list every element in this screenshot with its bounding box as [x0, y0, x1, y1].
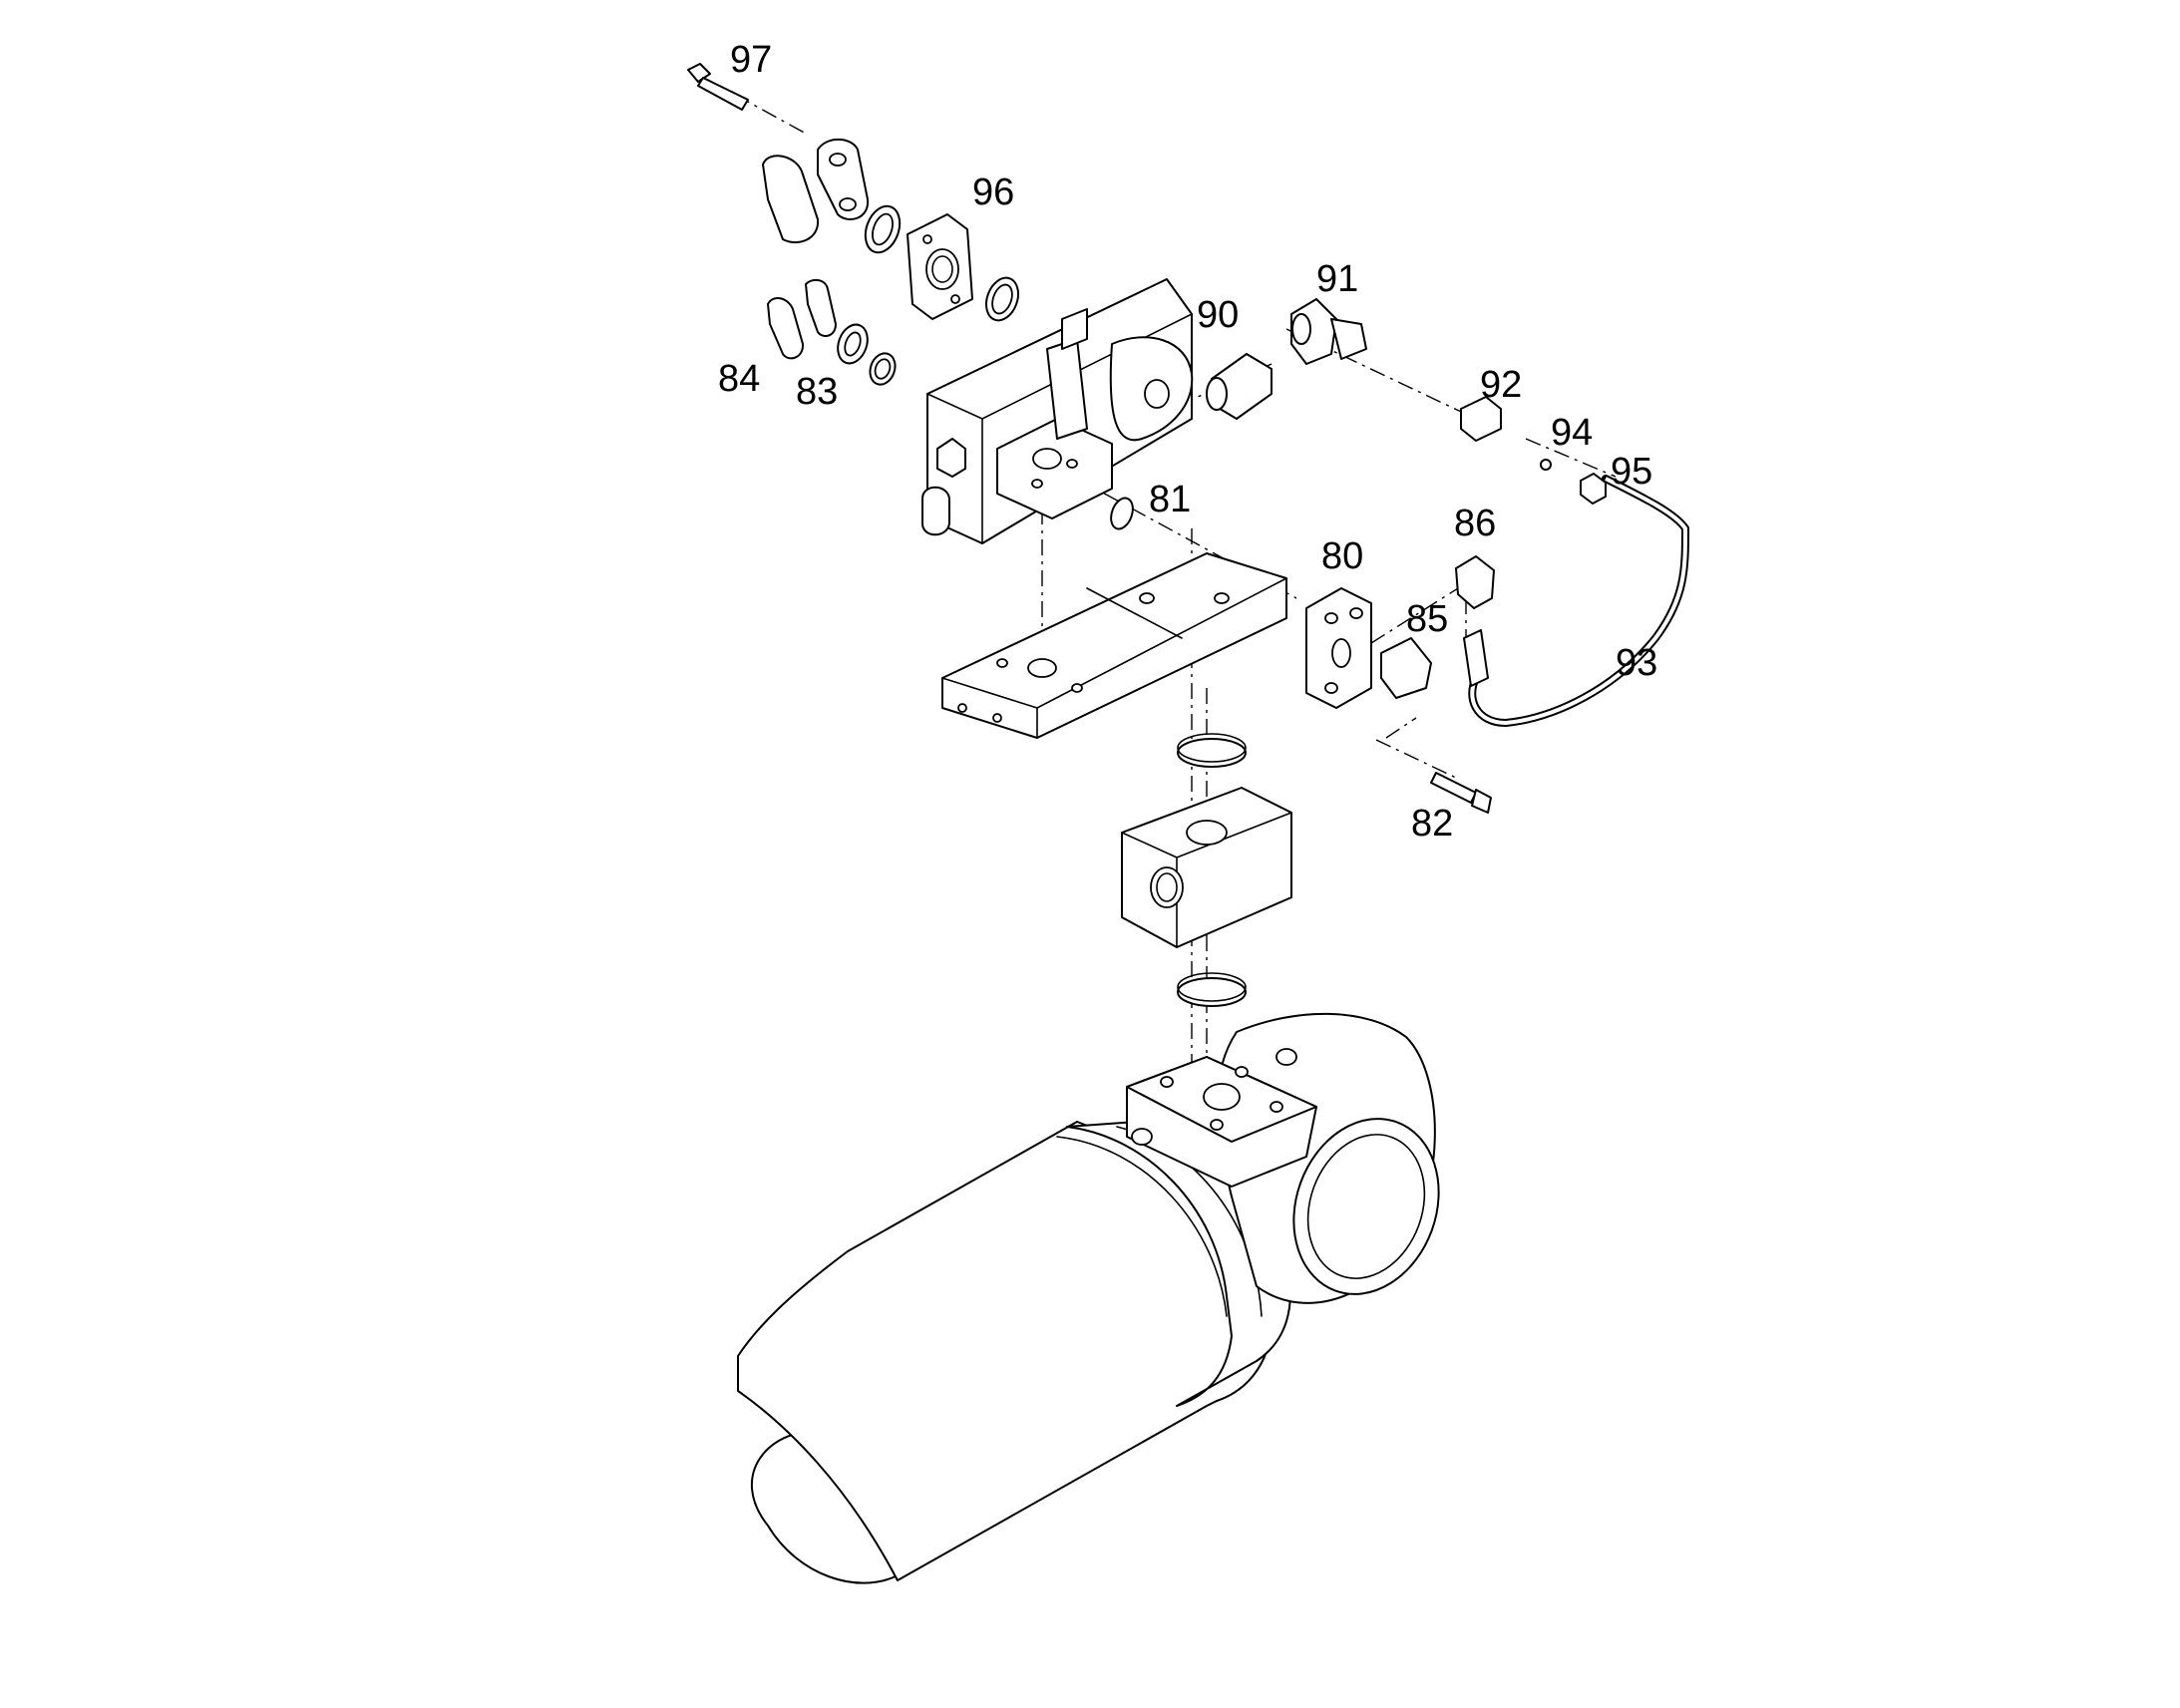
o-ring-81 — [1110, 497, 1134, 530]
tee-fitting-91 — [1290, 298, 1367, 365]
valve-block — [921, 278, 1194, 544]
base-plate — [941, 552, 1287, 739]
callout-91: 91 — [1316, 258, 1358, 300]
upper-o-ring — [1177, 733, 1247, 768]
seal-rings-83 — [837, 323, 897, 386]
flange-plate-96 — [907, 213, 1019, 322]
callout-82: 82 — [1411, 803, 1453, 845]
callout-81: 81 — [1149, 479, 1191, 520]
callout-90: 90 — [1197, 294, 1239, 336]
callout-80: 80 — [1321, 535, 1363, 577]
washer-94 — [1540, 459, 1552, 471]
hydraulic-cylinder — [737, 1012, 1440, 1584]
nut-95 — [1580, 473, 1607, 505]
callout-85: 85 — [1406, 598, 1448, 640]
callout-97: 97 — [730, 39, 772, 81]
hose-93 — [1463, 475, 1689, 727]
callout-94: 94 — [1551, 412, 1593, 454]
elbow-86 — [1455, 555, 1495, 609]
callout-95: 95 — [1611, 451, 1652, 493]
callout-96: 96 — [972, 171, 1014, 213]
callout-92: 92 — [1480, 364, 1522, 406]
callout-labels: 97 96 91 90 84 83 92 94 95 81 86 80 85 9… — [718, 39, 1657, 845]
callout-84: 84 — [718, 358, 760, 400]
bolt-82 — [1430, 772, 1492, 814]
callout-83: 83 — [796, 371, 838, 413]
flange-bolt-97 — [687, 63, 749, 111]
adapter-block — [1121, 787, 1292, 948]
callout-93: 93 — [1616, 642, 1657, 684]
fitting-85 — [1380, 637, 1432, 699]
callout-86: 86 — [1454, 503, 1496, 544]
split-flange-upper — [762, 138, 902, 254]
union-92 — [1460, 396, 1502, 442]
flange-80 — [1305, 587, 1372, 709]
lower-o-ring — [1177, 972, 1247, 1007]
split-flange-lower-84 — [767, 278, 837, 360]
connector-90 — [1206, 353, 1272, 420]
